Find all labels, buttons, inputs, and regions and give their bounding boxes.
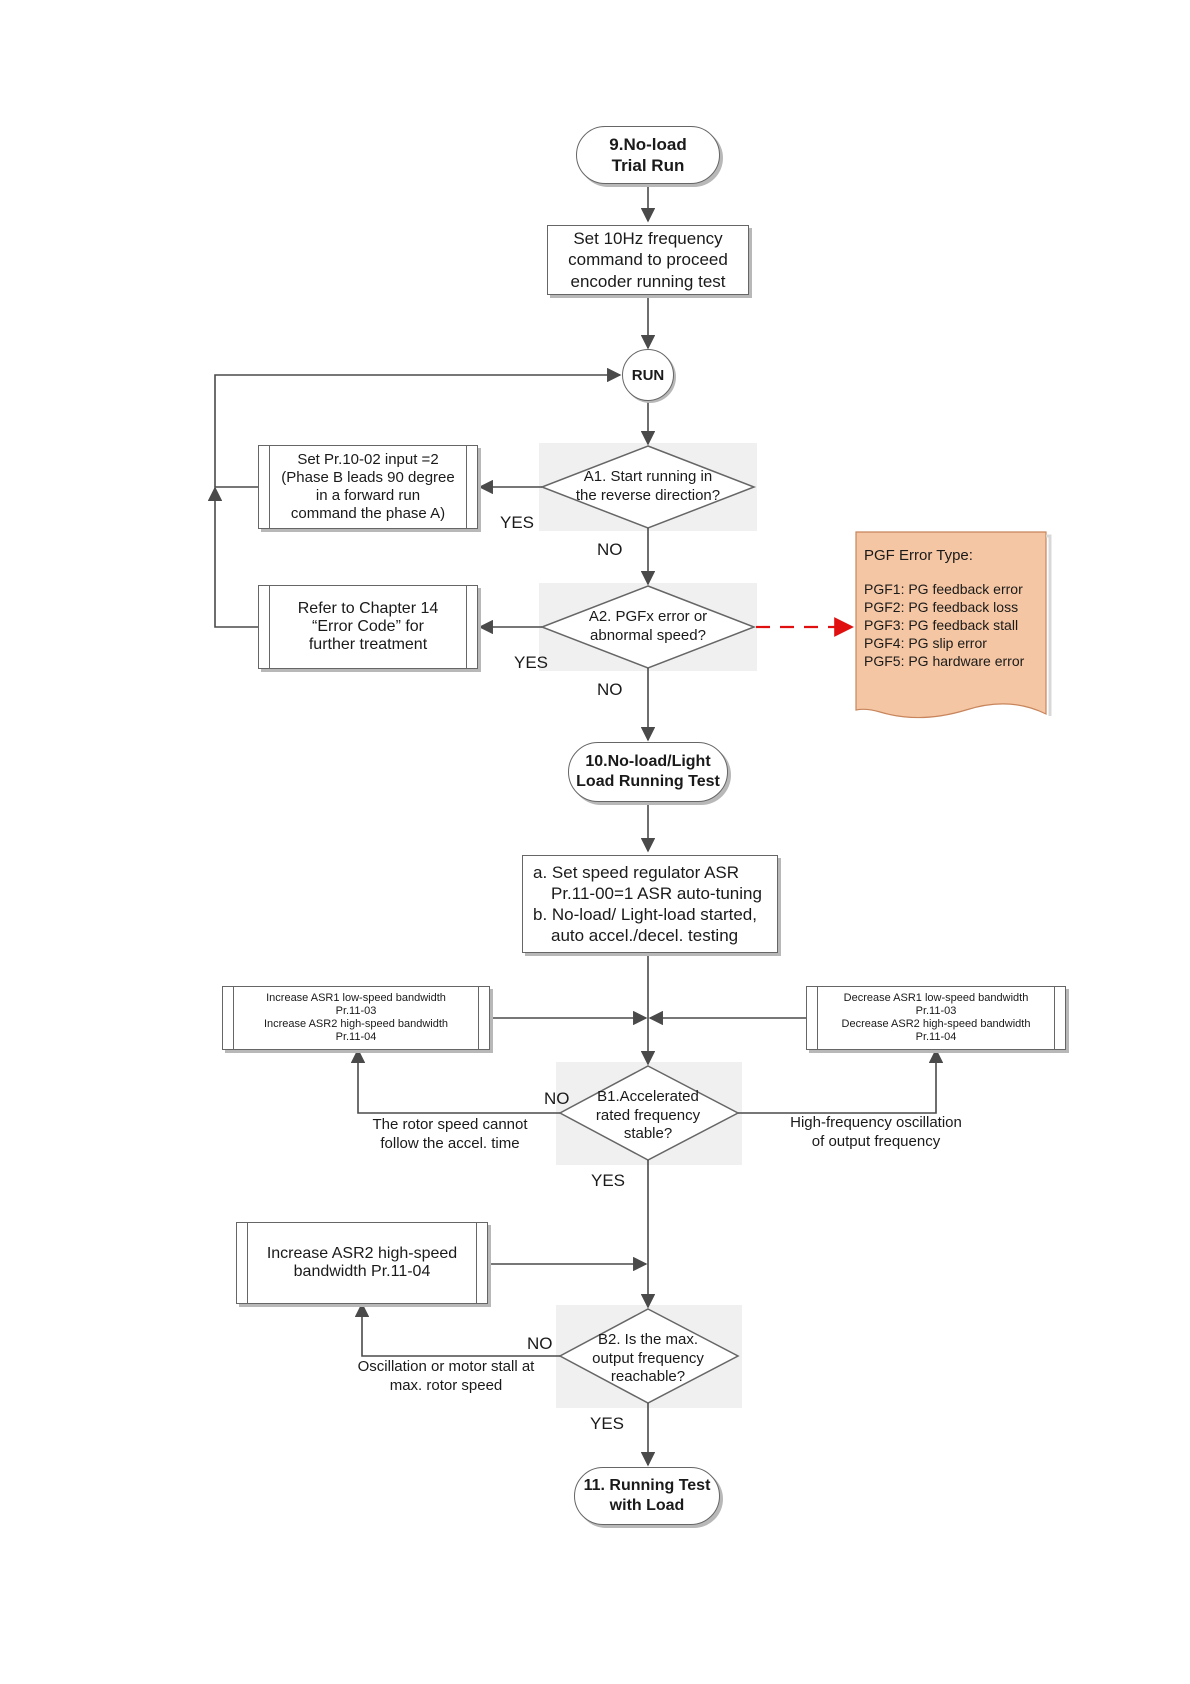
b2-no-connector [354,1302,560,1357]
increase-bandwidth-box: Increase ASR1 low-speed bandwidth Pr.11-… [222,986,490,1050]
decrease-line2: Pr.11-03 [915,1004,957,1017]
pgf-note-title: PGF Error Type: [864,547,973,564]
set-freq-line1: Set 10Hz frequency [573,229,723,249]
a2-yes-label: YES [514,653,549,672]
step10-terminal: 10.No-load/Light Load Running Test [568,742,728,802]
b1-left-cond-line1: The rotor speed cannot [372,1116,528,1133]
b2-line2: output frequency [592,1349,704,1367]
pgf-item: PGF2: PG feedback loss [864,598,1019,615]
b1-line3: stable? [623,1125,673,1143]
end-terminal: 11. Running Test with Load [574,1467,720,1525]
asr-setup-line4: auto accel./decel. testing [551,926,739,946]
increase2-line2: bandwidth Pr.11-04 [293,1263,431,1280]
a1-question: A1. Start running in the reverse directi… [560,462,736,512]
b2-line1: B2. Is the max. [597,1330,699,1348]
a2-line2: abnormal speed? [590,627,706,644]
b2-cond-line1: Oscillation or motor stall at [357,1358,535,1375]
decrease-line4: Pr.11-04 [915,1031,957,1044]
b1-question: B1.Accelerated rated frequency stable? [572,1086,724,1146]
a1-fix-line2: (Phase B leads 90 degree [281,469,455,486]
pgf-note-shadow [1046,534,1052,716]
a2-fix-line1: Refer to Chapter 14 [297,600,439,617]
a2-line1: A2. PGFx error or [588,608,708,626]
run-node: RUN [622,349,674,401]
increase-line3: Increase ASR2 high-speed bandwidth [263,1018,449,1030]
increase-line2: Pr.11-03 [335,1004,377,1017]
a1-line1: A1. Start running in [583,468,713,486]
a1-line2: the reverse direction? [575,487,721,504]
a2-no-label: NO [597,680,623,699]
start-line2: Trial Run [611,156,685,175]
b1-left-condition: The rotor speed cannot follow the accel.… [356,1116,544,1154]
b2-question: B2. Is the max. output frequency reachab… [572,1329,724,1389]
decrease-line3: Decrease ASR2 high-speed bandwidth [841,1018,1031,1030]
step10-line1: 10.No-load/Light [585,753,711,770]
b1-right-cond-line2: of output frequency [811,1132,941,1150]
b2-no-label: NO [527,1334,553,1353]
set-freq-line2: command to proceed [568,250,728,270]
b1-right-condition: High-frequency oscillation of output fre… [776,1114,976,1152]
a1-fix-line1: Set Pr.10-02 input =2 [297,451,439,468]
asr-setup-line1: a. Set speed regulator ASR [533,862,740,882]
increase-asr2-box: Increase ASR2 high-speed bandwidth Pr.11… [236,1222,488,1304]
a1-fix-line3: in a forward run [315,487,421,504]
b1-no-connector [350,1048,560,1114]
a2-fix-box: Refer to Chapter 14 “Error Code” for fur… [258,585,478,669]
set-frequency-box: Set 10Hz frequency command to proceed en… [547,225,749,295]
decrease-line1: Decrease ASR1 low-speed bandwidth [843,991,1029,1004]
pgf-item: PGF5: PG hardware error [864,653,1025,670]
pgf-note-shape [855,531,1047,719]
a2-loop-connector [207,486,258,628]
b1-right-cond-line1: High-frequency oscillation [790,1114,962,1131]
b1-line2: rated frequency [595,1106,701,1124]
asr-setup-line3: b. No-load/ Light-load started, [533,905,757,924]
b1-line1: B1.Accelerated [597,1087,699,1105]
a2-fix-line3: further treatment [308,636,428,653]
a1-yes-label: YES [500,513,535,532]
b2-condition: Oscillation or motor stall at max. rotor… [340,1358,552,1396]
a1-fix-line4: command the phase A) [290,505,446,522]
b1-right-connector [738,1048,944,1114]
a1-loop-connector [214,367,622,488]
a1-fix-box: Set Pr.10-02 input =2 (Phase B leads 90 … [258,445,478,529]
decrease-bandwidth-box: Decrease ASR1 low-speed bandwidth Pr.11-… [806,986,1066,1050]
a2-fix-line2: “Error Code” for [311,618,425,635]
pgf-item: PGF4: PG slip error [864,635,987,652]
pgf-item: PGF1: PG feedback error [864,580,1023,597]
b1-yes-label: YES [591,1171,626,1190]
b2-line3: reachable? [610,1368,686,1386]
increase2-line1: Increase ASR2 high-speed [266,1245,458,1262]
b2-cond-line2: max. rotor speed [389,1376,503,1394]
end-line1: 11. Running Test [583,1477,711,1494]
b1-left-cond-line2: follow the accel. time [380,1134,520,1152]
a1-no-label: NO [597,540,623,559]
b1-no-label: NO [544,1089,570,1108]
increase-line4: Pr.11-04 [335,1031,377,1044]
asr-setup-box: a. Set speed regulator ASR Pr.11-00=1 AS… [522,855,778,953]
start-line1: 9.No-load [609,134,687,154]
pgf-item: PGF3: PG feedback stall [864,616,1019,633]
b2-yes-label: YES [590,1414,625,1433]
a2-question: A2. PGFx error or abnormal speed? [560,602,736,652]
start-terminal: 9.No-load Trial Run [576,126,720,184]
run-label: RUN [631,366,665,384]
asr-setup-line2: Pr.11-00=1 ASR auto-tuning [551,883,762,903]
end-line2: with Load [609,1497,685,1514]
step10-line2: Load Running Test [576,773,720,790]
set-freq-line3: encoder running test [570,271,726,291]
increase-line1: Increase ASR1 low-speed bandwidth [266,991,446,1004]
pgf-note: PGF Error Type: PGF1: PG feedback error … [864,546,1044,670]
